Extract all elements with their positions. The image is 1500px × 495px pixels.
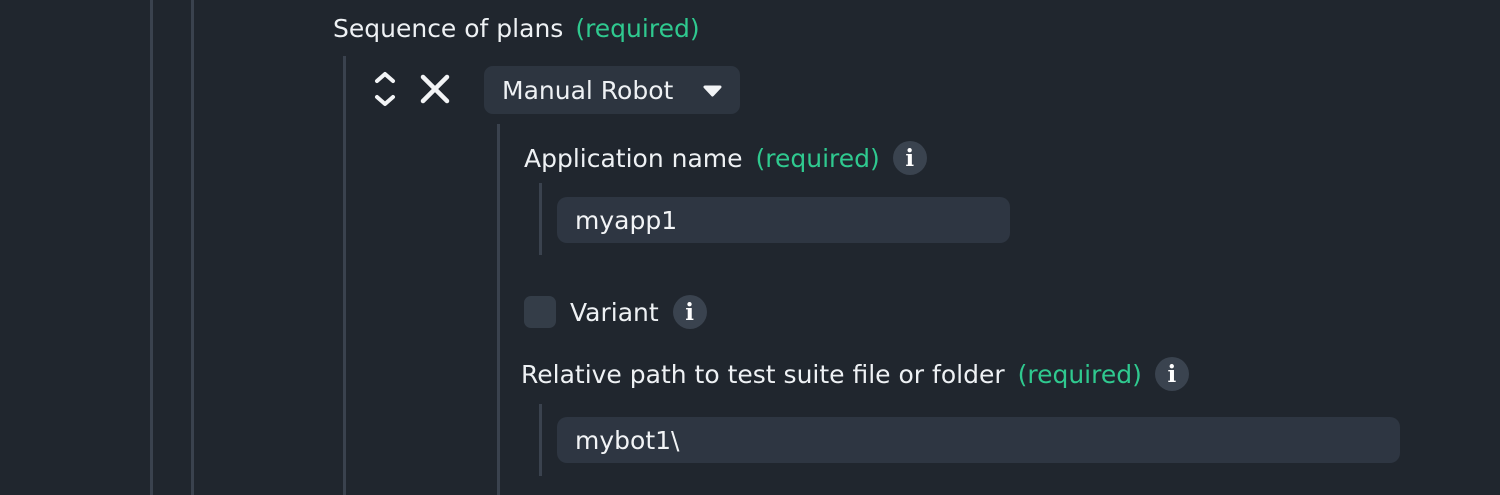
section-heading-label: Sequence of plans bbox=[333, 14, 564, 43]
info-icon[interactable]: i bbox=[672, 295, 707, 329]
close-icon[interactable] bbox=[418, 72, 452, 106]
relative-path-input[interactable] bbox=[557, 417, 1400, 463]
plan-type-dropdown-label: Manual Robot bbox=[502, 75, 674, 105]
indent-guide-line bbox=[497, 124, 500, 495]
application-name-input[interactable] bbox=[557, 197, 1010, 243]
info-icon[interactable]: i bbox=[1154, 357, 1189, 391]
variant-row: Variant i bbox=[524, 295, 707, 329]
section-heading: Sequence of plans (required) bbox=[333, 13, 700, 44]
indent-guide-line bbox=[343, 56, 346, 495]
input-indent-marker bbox=[539, 183, 542, 255]
info-icon[interactable]: i bbox=[892, 141, 927, 175]
application-name-label-row: Application name (required) i bbox=[524, 140, 927, 176]
required-badge: (required) bbox=[1017, 359, 1142, 389]
indent-guide-line bbox=[150, 0, 153, 495]
reorder-handle-icon[interactable] bbox=[372, 69, 398, 109]
required-badge: (required) bbox=[755, 143, 880, 173]
variant-label: Variant bbox=[570, 297, 659, 327]
relative-path-label: Relative path to test suite file or fold… bbox=[521, 359, 1005, 389]
variant-checkbox[interactable] bbox=[524, 296, 556, 328]
caret-down-icon bbox=[702, 84, 723, 97]
indent-guide-line bbox=[191, 0, 194, 495]
required-badge: (required) bbox=[575, 14, 700, 43]
relative-path-label-row: Relative path to test suite file or fold… bbox=[521, 356, 1189, 392]
input-indent-marker bbox=[539, 404, 542, 476]
plan-type-dropdown[interactable]: Manual Robot bbox=[484, 66, 740, 114]
application-name-label: Application name bbox=[524, 143, 743, 173]
